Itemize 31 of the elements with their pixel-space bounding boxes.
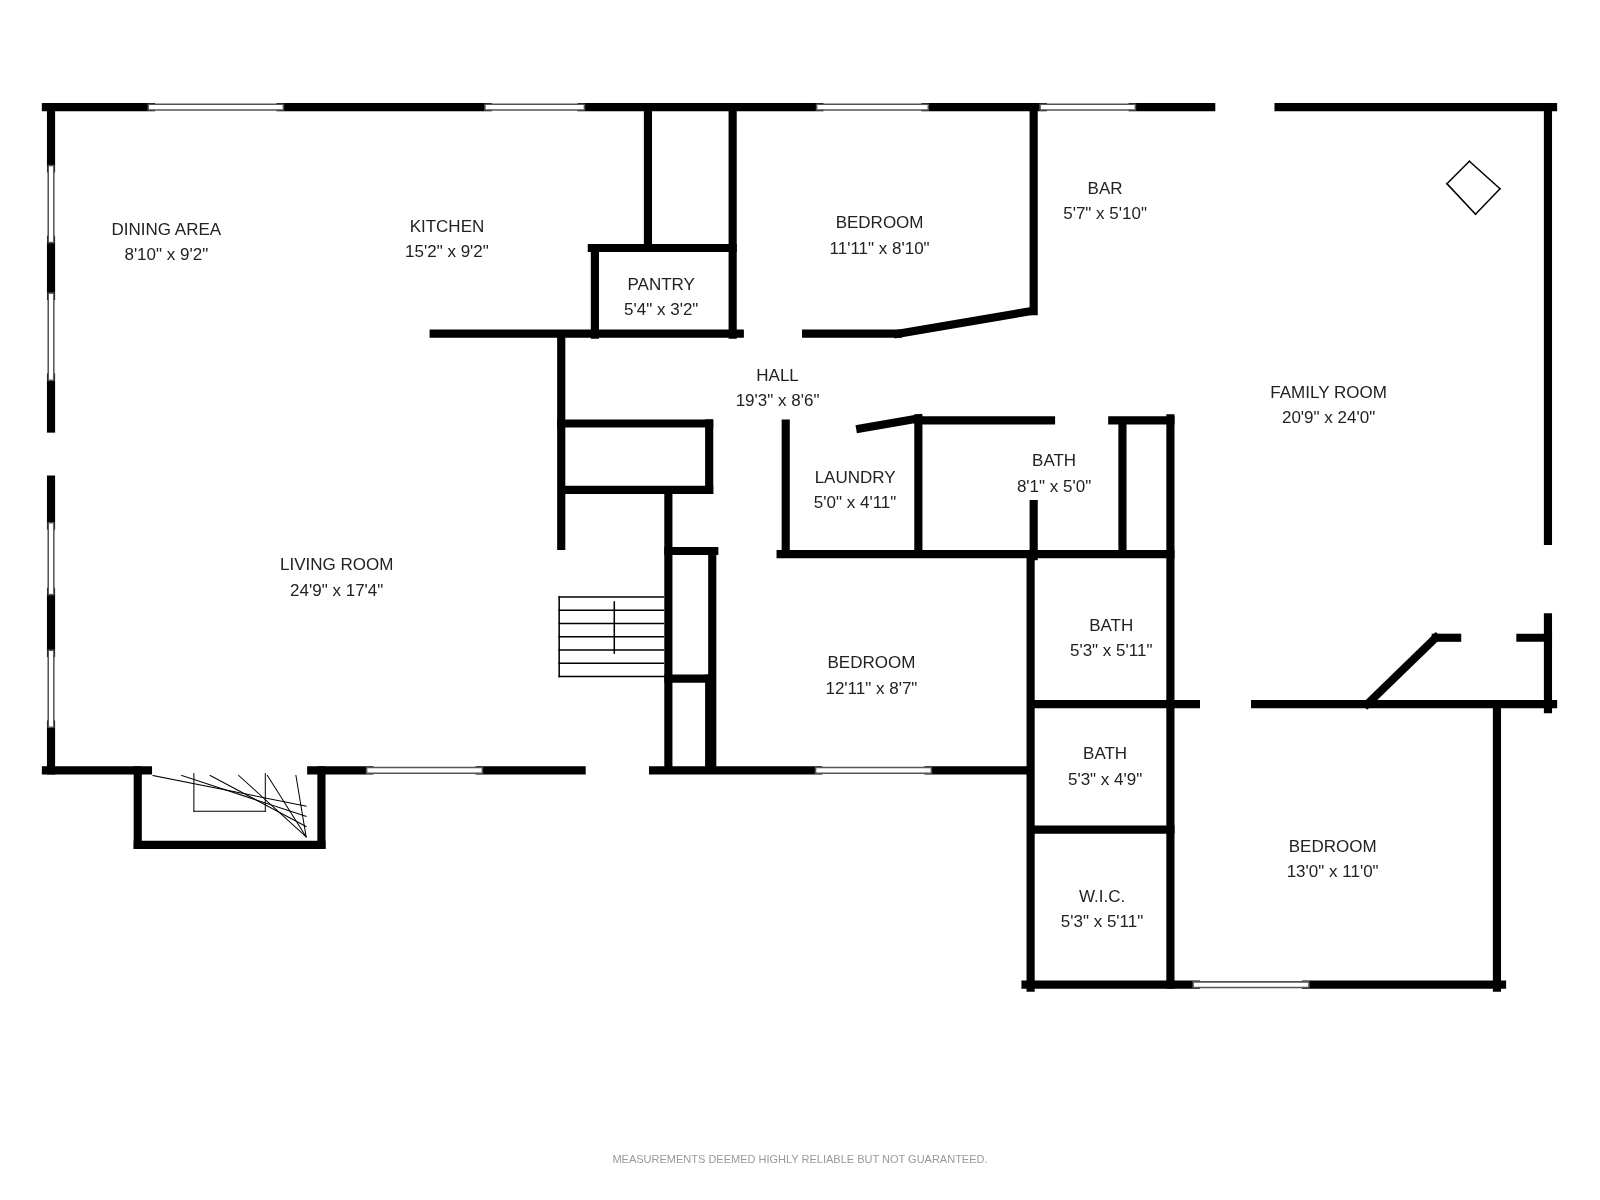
room-dimensions: 19'3" x 8'6" xyxy=(735,391,820,411)
room-dimensions: 24'9" x 17'4" xyxy=(290,580,384,601)
room-dimensions: 11'11" x 8'10" xyxy=(829,238,930,259)
room-dimensions: 13'0" x 11'0" xyxy=(1286,862,1379,883)
room-name: BEDROOM xyxy=(827,653,916,674)
room-dimensions: 5'7" x 5'10" xyxy=(1063,204,1147,225)
room-name: KITCHEN xyxy=(409,216,485,237)
room-name: BAR xyxy=(1087,178,1123,199)
room-dimensions: 5'3" x 5'11" xyxy=(1069,641,1153,661)
room-name: BEDROOM xyxy=(1288,836,1377,857)
room-dimensions: 15'2" x 9'2" xyxy=(405,242,489,263)
room-name: BATH xyxy=(1083,744,1128,765)
room-dimensions: 8'10" x 9'2" xyxy=(124,245,209,266)
room-dimensions: 5'0" x 4'11" xyxy=(813,493,897,514)
room-name: LIVING ROOM xyxy=(280,555,394,576)
room-name: PANTRY xyxy=(627,274,695,295)
room-name: BATH xyxy=(1032,451,1077,472)
room-name: DINING AREA xyxy=(111,219,222,240)
room-name: BEDROOM xyxy=(835,213,924,234)
room-name: BATH xyxy=(1089,615,1134,636)
room-dimensions: 8'1" x 5'0" xyxy=(1016,476,1092,497)
room-name: FAMILY ROOM xyxy=(1270,382,1387,403)
disclaimer-note: MEASUREMENTS DEEMED HIGHLY RELIABLE BUT NOT GUARANTEED. xyxy=(612,1153,988,1166)
room-name: LAUNDRY xyxy=(814,467,896,488)
room-name: HALL xyxy=(756,365,799,386)
room-name: W.I.C. xyxy=(1078,886,1126,907)
room-dimensions: 12'11" x 8'7" xyxy=(825,678,918,699)
room-dimensions: 20'9" x 24'0" xyxy=(1281,408,1376,429)
room-dimensions: 5'3" x 5'11" xyxy=(1060,912,1144,933)
room-dimensions: 5'4" x 3'2" xyxy=(624,300,699,321)
room-dimensions: 5'3" x 4'9" xyxy=(1067,769,1143,790)
